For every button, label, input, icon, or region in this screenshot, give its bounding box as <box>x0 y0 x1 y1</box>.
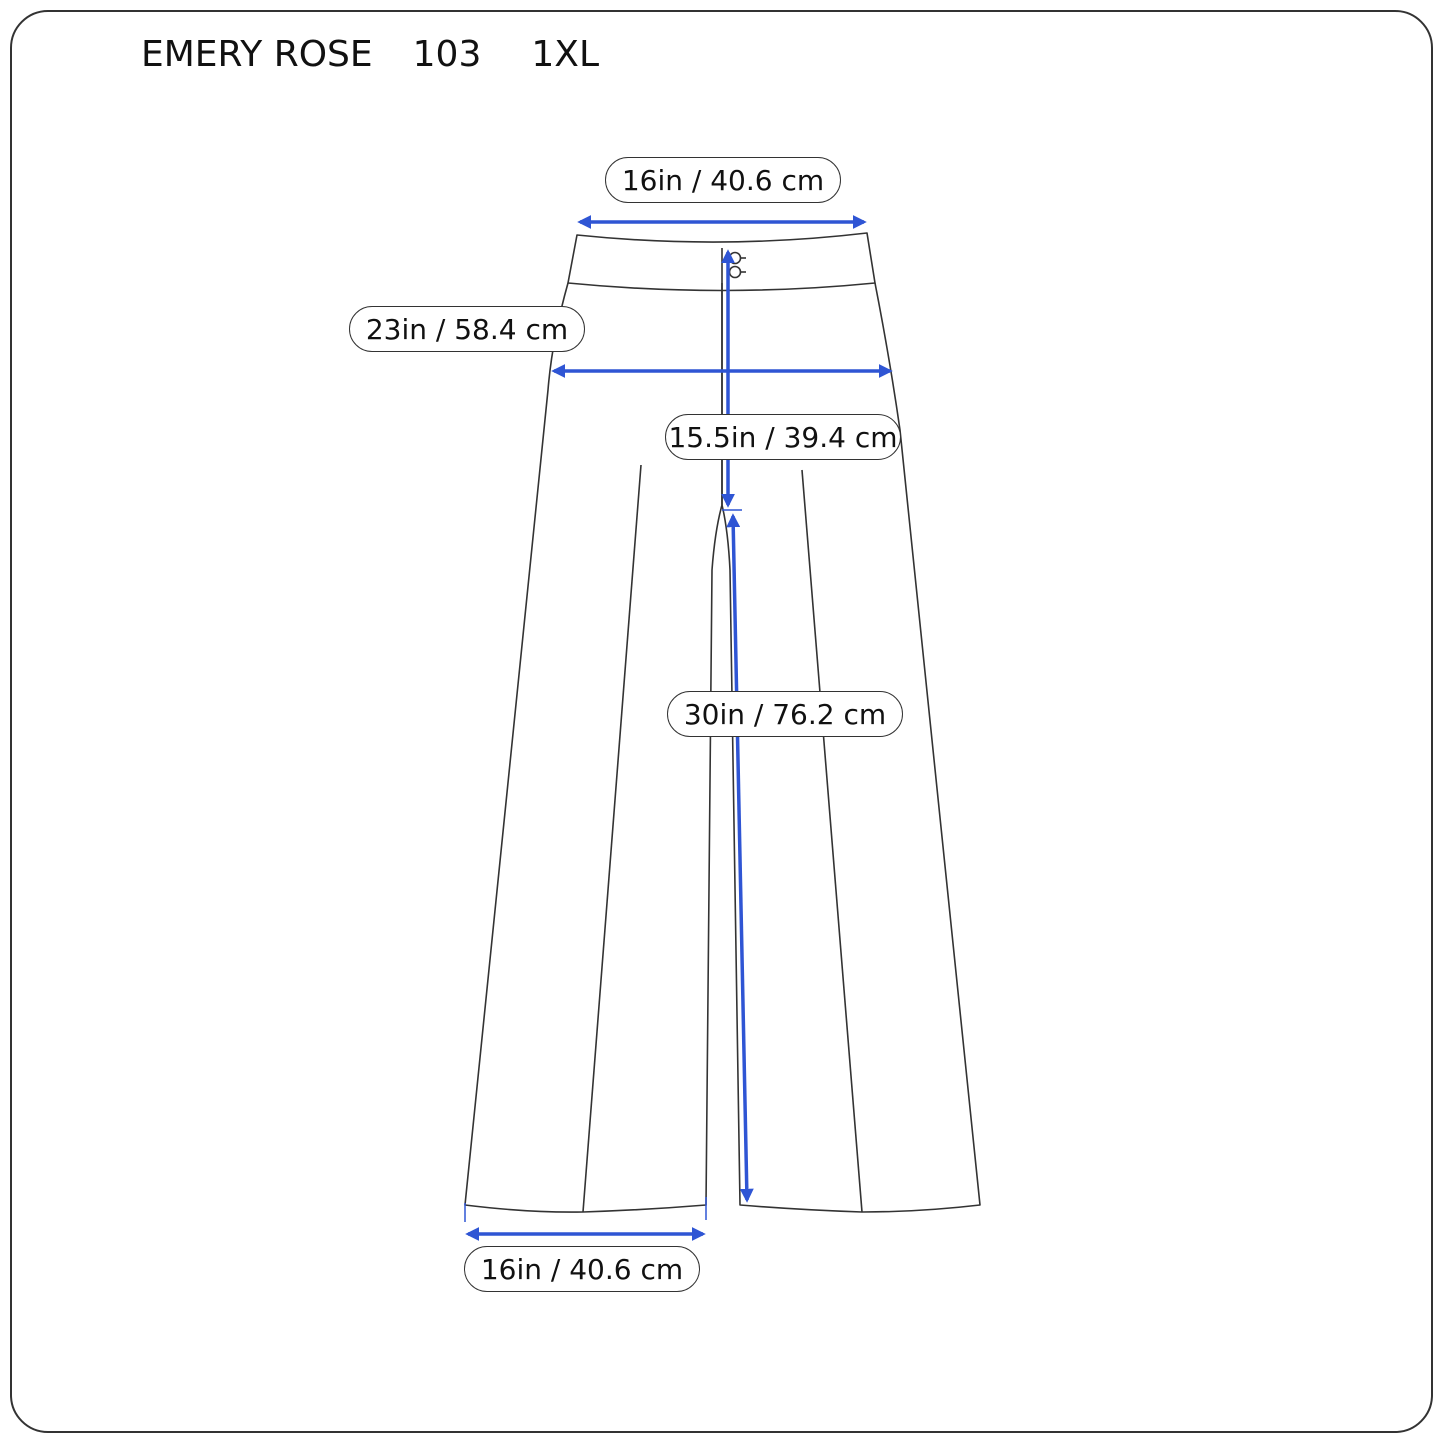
measurement-arrows <box>465 215 893 1241</box>
leg-opening-measurement-label: 16in / 40.6 cm <box>464 1246 700 1292</box>
rise-measurement-label: 15.5in / 39.4 cm <box>665 414 901 460</box>
diagram-frame <box>10 10 1433 1433</box>
inseam-measurement-label: 30in / 76.2 cm <box>667 691 903 737</box>
waist-measurement-label: 16in / 40.6 cm <box>605 157 841 203</box>
hip-measurement-label: 23in / 58.4 cm <box>349 306 585 352</box>
size-label: 1XL <box>531 34 599 75</box>
right-crease <box>801 469 863 1213</box>
inseam-arrow <box>726 513 754 1203</box>
brand-name: EMERY ROSE <box>141 34 373 75</box>
left-crease <box>582 464 642 1213</box>
button-icon <box>728 251 742 265</box>
header: EMERY ROSE 103 1XL <box>141 34 599 75</box>
style-number: 103 <box>412 34 482 75</box>
button-icon <box>728 265 742 279</box>
